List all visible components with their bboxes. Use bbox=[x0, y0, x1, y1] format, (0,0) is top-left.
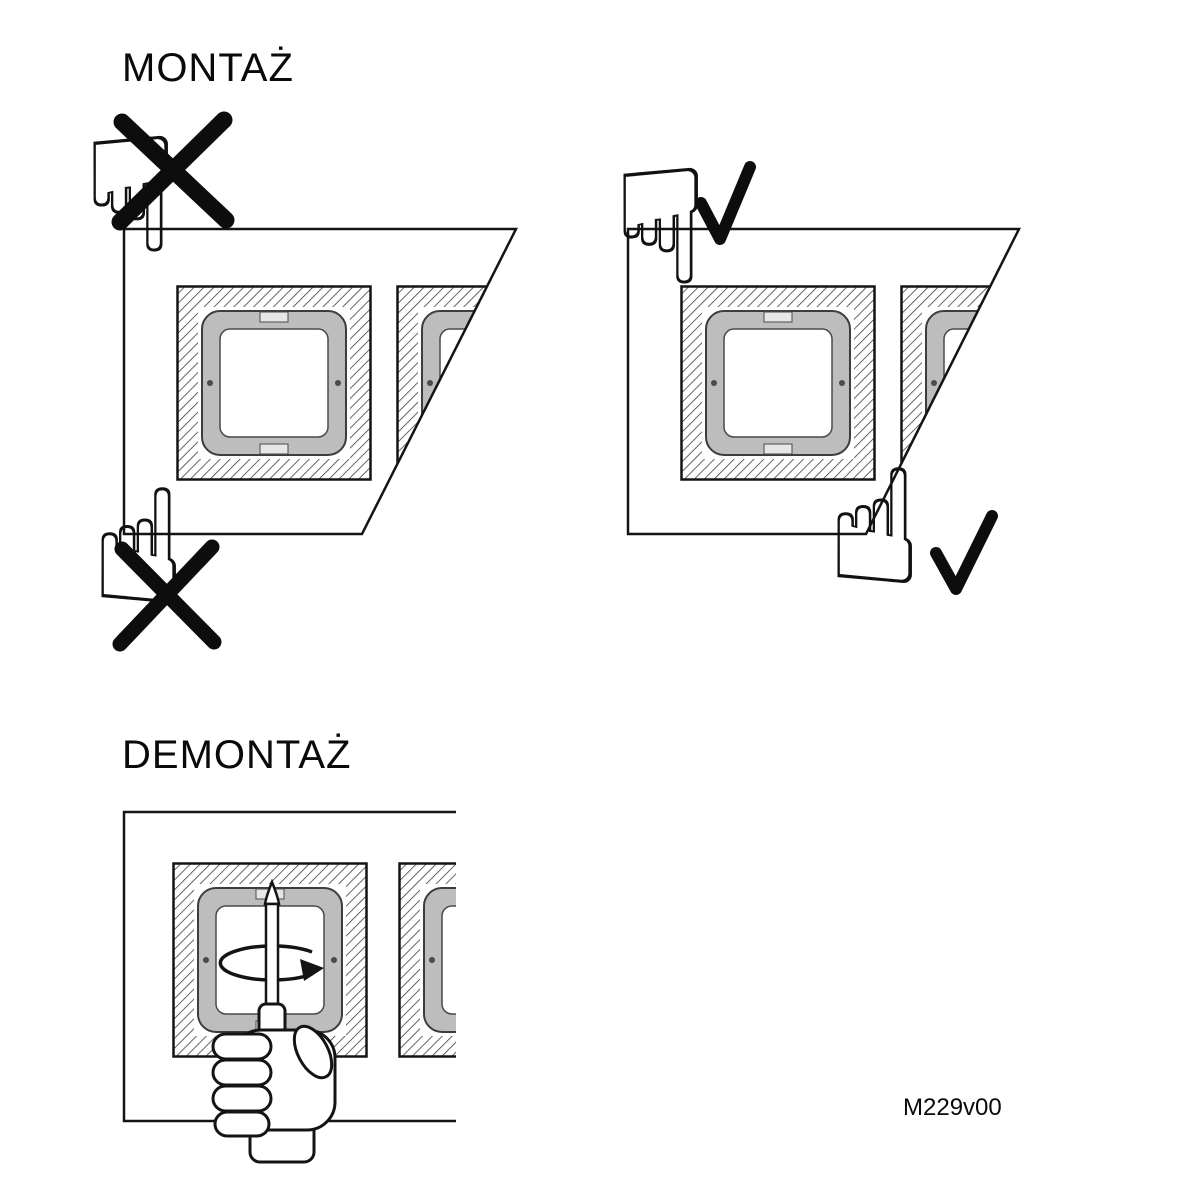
gripping-hand-icon bbox=[211, 1024, 337, 1164]
montaz-section-title: MONTAŻ bbox=[122, 46, 294, 90]
hand-point-up-icon: ☝ bbox=[826, 434, 924, 621]
hand-point-up-icon: ☝ bbox=[90, 454, 188, 641]
frame-unit-partial bbox=[398, 862, 456, 1058]
screwdriver-icon bbox=[257, 878, 287, 1052]
demontaz-diagram bbox=[122, 810, 456, 1164]
hand-point-down-icon: ☟ bbox=[82, 102, 180, 289]
montaz-correct-diagram bbox=[626, 227, 1022, 536]
demontaz-section-title: DEMONTAŻ bbox=[122, 733, 352, 777]
wall-panel-wrong-outline bbox=[122, 227, 519, 536]
montaz-wrong-diagram bbox=[122, 227, 519, 536]
frame-unit-partial bbox=[900, 285, 1019, 481]
wall-panel-correct-outline bbox=[626, 227, 1022, 536]
hand-point-down-icon: ☟ bbox=[612, 134, 710, 321]
document-code: M229v00 bbox=[903, 1094, 1002, 1121]
frame-unit-partial bbox=[396, 285, 516, 481]
frame-unit bbox=[176, 285, 372, 481]
